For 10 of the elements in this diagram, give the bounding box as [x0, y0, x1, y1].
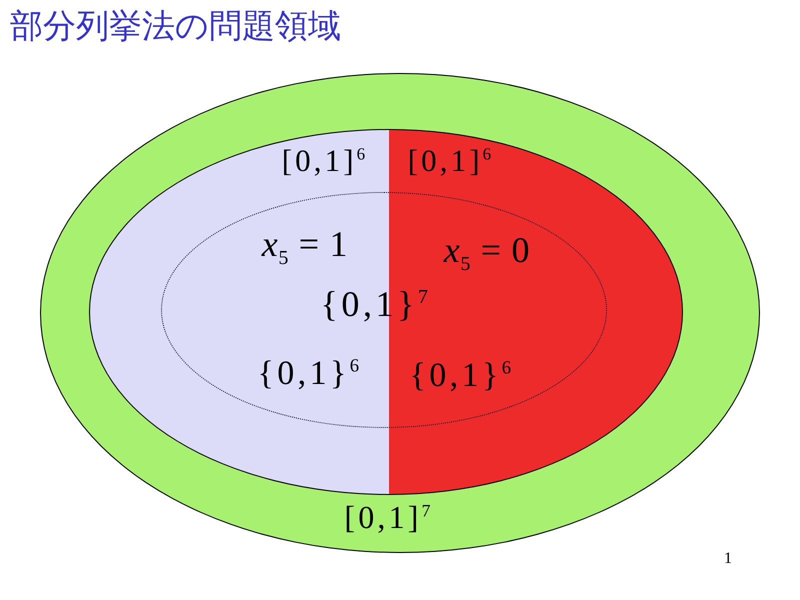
equation-label: x$_{5}$ = 0: [444, 232, 530, 270]
page-number: 1: [724, 550, 732, 568]
set-label: {0,1}$^{6}$: [410, 358, 514, 394]
dotted-ellipse: [161, 192, 607, 428]
set-label: [0,1]$^{6}$: [408, 145, 494, 178]
slide-title: 部分列挙法の問題領域: [10, 6, 341, 46]
equation-label: x$_{5}$ = 1: [262, 226, 348, 264]
set-label: [0,1]$^{6}$: [282, 145, 368, 178]
set-label: [0,1]$^{7}$: [344, 501, 434, 535]
set-label: {0,1}$^{6}$: [258, 356, 362, 392]
